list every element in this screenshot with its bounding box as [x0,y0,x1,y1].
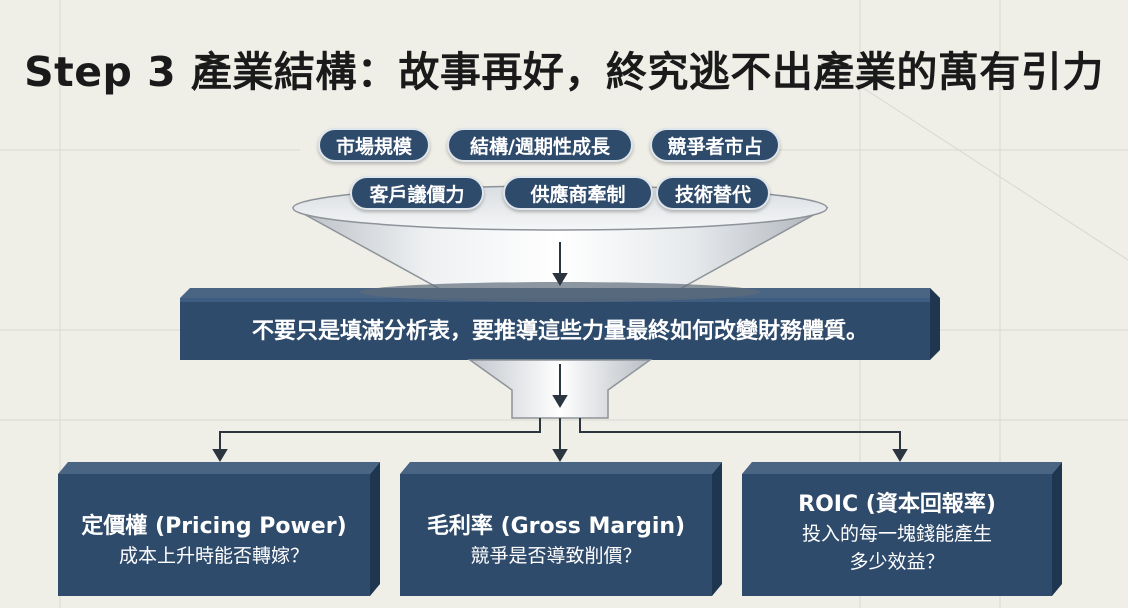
output-box-subtitle: 競爭是否導致削價？ [470,545,642,567]
input-pill-customer-bargaining: 客戶議價力 [350,176,484,210]
output-box-subtitle: 成本上升時能否轉嫁？ [118,545,309,567]
output-box-title: 定價權 (Pricing Power) [81,514,347,539]
page-title: Step 3 產業結構：故事再好，終究逃不出產業的萬有引力 [24,48,1104,96]
output-box-1-shape [58,462,380,596]
input-pill-market-size: 市場規模 [318,128,430,162]
output-box-2-shape [400,462,722,596]
output-box-pricing-power: 定價權 (Pricing Power) 成本上升時能否轉嫁？ [58,512,370,570]
output-box-subtitle-2: 多少效益？ [849,551,945,573]
input-pill-structural-growth: 結構/週期性成長 [447,128,633,162]
output-box-title: 毛利率 (Gross Margin) [426,514,686,539]
output-box-subtitle: 投入的每一塊錢能產生 [801,523,992,545]
output-box-title: ROIC (資本回報率) [798,492,996,517]
output-box-3-shape [742,462,1062,596]
output-box-gross-margin: 毛利率 (Gross Margin) 競爭是否導致削價？ [400,512,712,570]
input-pill-tech-substitution: 技術替代 [656,176,770,210]
summary-bar-text: 不要只是填滿分析表，要推導這些力量最終如何改變財務體質。 [251,319,868,344]
input-pill-competitor-share: 競爭者市占 [650,128,780,162]
output-box-roic: ROIC (資本回報率) 投入的每一塊錢能產生 多少效益？ [742,490,1052,576]
input-pill-supplier-power: 供應商牽制 [503,176,653,210]
